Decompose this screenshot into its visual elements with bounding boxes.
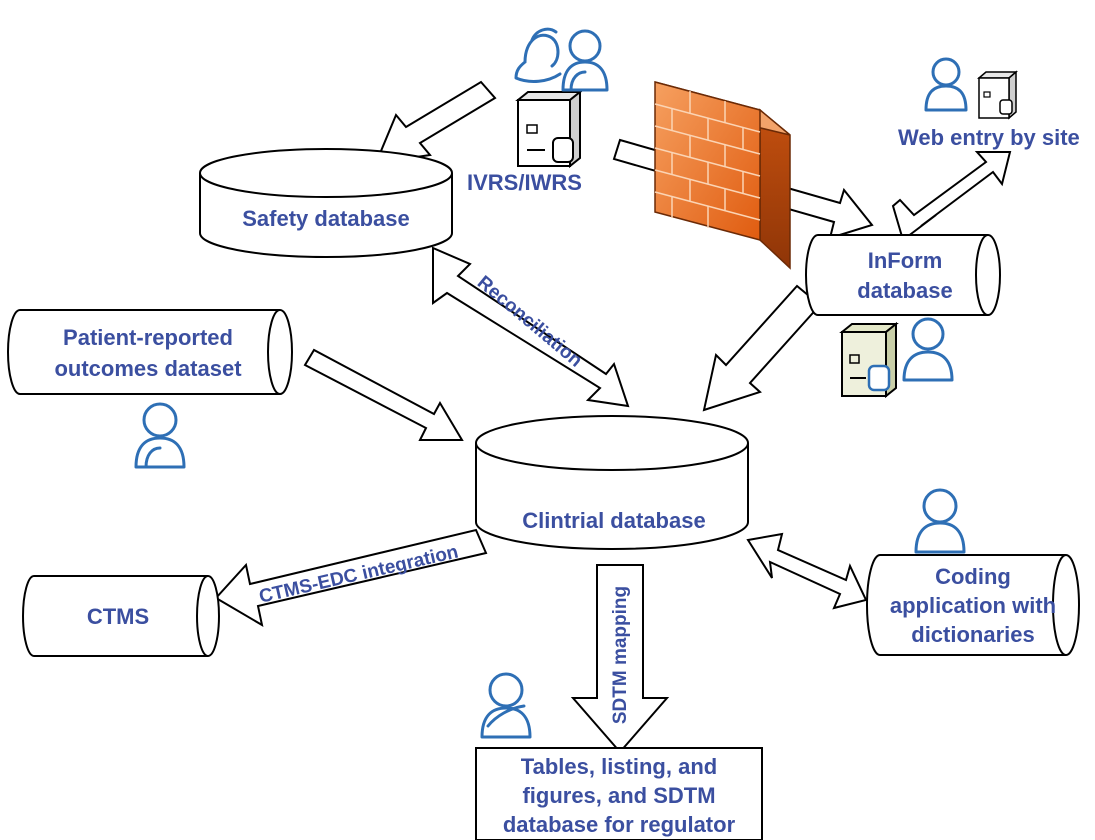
pro-label-line1: Patient-reported [63, 325, 233, 350]
ctms-label: CTMS [87, 604, 149, 629]
safety-database-node: Safety database [199, 148, 453, 258]
server-icon [839, 321, 899, 399]
tables-output-node: Tables, listing, and figures, and SDTM d… [475, 747, 763, 840]
arrow-inform-web-entry [891, 151, 1012, 242]
person-icon [480, 672, 532, 739]
clintrial-database-label: Clintrial database [522, 508, 705, 533]
safety-database-label: Safety database [242, 206, 410, 231]
person-icon [914, 488, 966, 554]
coding-application-node: Coding application with dictionaries [866, 554, 1080, 656]
reconciliation-label: Reconciliation [473, 272, 586, 372]
server-icon [976, 70, 1019, 120]
tables-label-line2: figures, and SDTM [522, 783, 715, 808]
inform-database-node: InForm database [805, 234, 1001, 316]
tables-label-line1: Tables, listing, and [521, 754, 717, 779]
inform-label-line1: InForm [868, 248, 943, 273]
ctms-node: CTMS [22, 575, 220, 657]
arrow-users-to-safety [374, 80, 497, 165]
web-entry-label: Web entry by site [898, 125, 1080, 150]
coding-label-line1: Coding [935, 564, 1011, 589]
person-icon [134, 402, 186, 469]
inform-label-line2: database [857, 278, 952, 303]
sdtm-mapping-label: SDTM mapping [610, 586, 631, 724]
arrow-clintrial-to-ctms [214, 528, 488, 628]
tables-label-line3: database for regulator [503, 812, 736, 837]
arrow-reconciliation [432, 246, 630, 408]
person-icon [924, 57, 968, 112]
person-icon [514, 27, 562, 83]
clintrial-database-node: Clintrial database [475, 415, 749, 550]
arrow-sdtm-mapping [570, 564, 670, 754]
ivrs-iwrs-label: IVRS/IWRS [467, 170, 582, 195]
arrow-inform-to-clintrial [702, 284, 822, 412]
person-icon [561, 29, 609, 92]
pro-label-line2: outcomes dataset [54, 356, 242, 381]
firewall-icon [654, 81, 791, 270]
server-icon [515, 89, 583, 169]
arrow-clintrial-coding [746, 532, 868, 610]
patient-reported-node: Patient-reported outcomes dataset [7, 309, 293, 395]
coding-label-line3: dictionaries [911, 622, 1034, 647]
coding-label-line2: application with [890, 593, 1056, 618]
person-icon [902, 317, 954, 382]
arrow-pro-to-clintrial [303, 348, 464, 441]
